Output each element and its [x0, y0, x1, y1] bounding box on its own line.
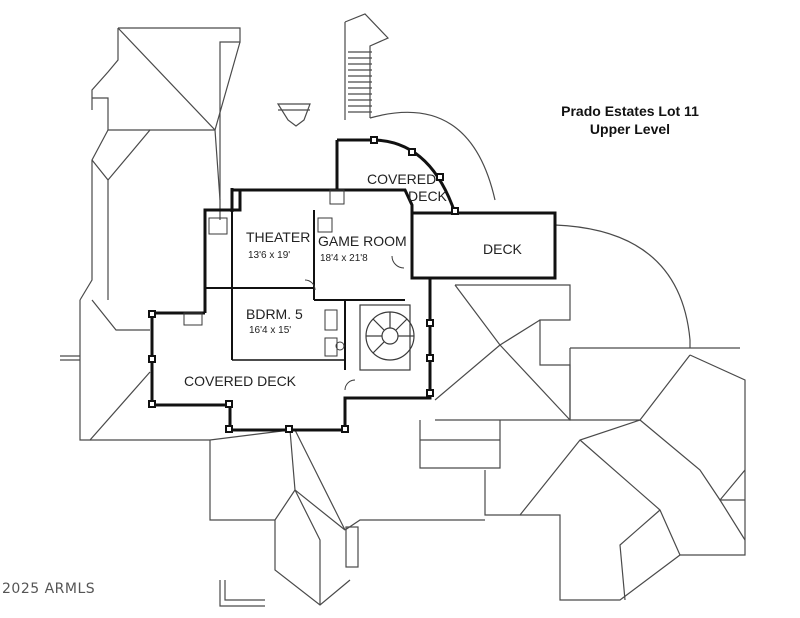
room-dims-bedroom-5: 16'4 x 15': [249, 325, 291, 336]
fixtures: [183, 189, 405, 391]
room-label-game-room: GAME ROOM: [318, 233, 407, 249]
spiral-stair: [359, 304, 415, 371]
plan-subtitle: Upper Level: [589, 121, 671, 137]
roof-lines: [60, 13, 746, 607]
room-label-theater: THEATER: [246, 229, 310, 245]
room-labels: COVERED DECK DECK THEATER 13'6 x 19' GAM…: [184, 171, 523, 389]
room-dims-game-room: 18'4 x 21'8: [320, 253, 368, 264]
deck-posts: [148, 136, 459, 433]
plan-title: Prado Estates Lot 11: [561, 103, 699, 119]
room-label-bedroom-5: BDRM. 5: [246, 306, 303, 322]
room-label-deck: DECK: [483, 241, 523, 257]
room-label-covered-deck-lower: COVERED DECK: [184, 373, 297, 389]
room-label-covered-deck-upper: COVERED: [367, 171, 436, 187]
stair-treads: [348, 51, 372, 113]
copyright-watermark: 2025 ARMLS: [2, 581, 96, 597]
room-dims-theater: 13'6 x 19': [248, 250, 290, 261]
room-label-covered-deck-upper-2: DECK: [408, 188, 448, 204]
plan-title-block: Prado Estates Lot 11 Upper Level: [540, 102, 720, 138]
